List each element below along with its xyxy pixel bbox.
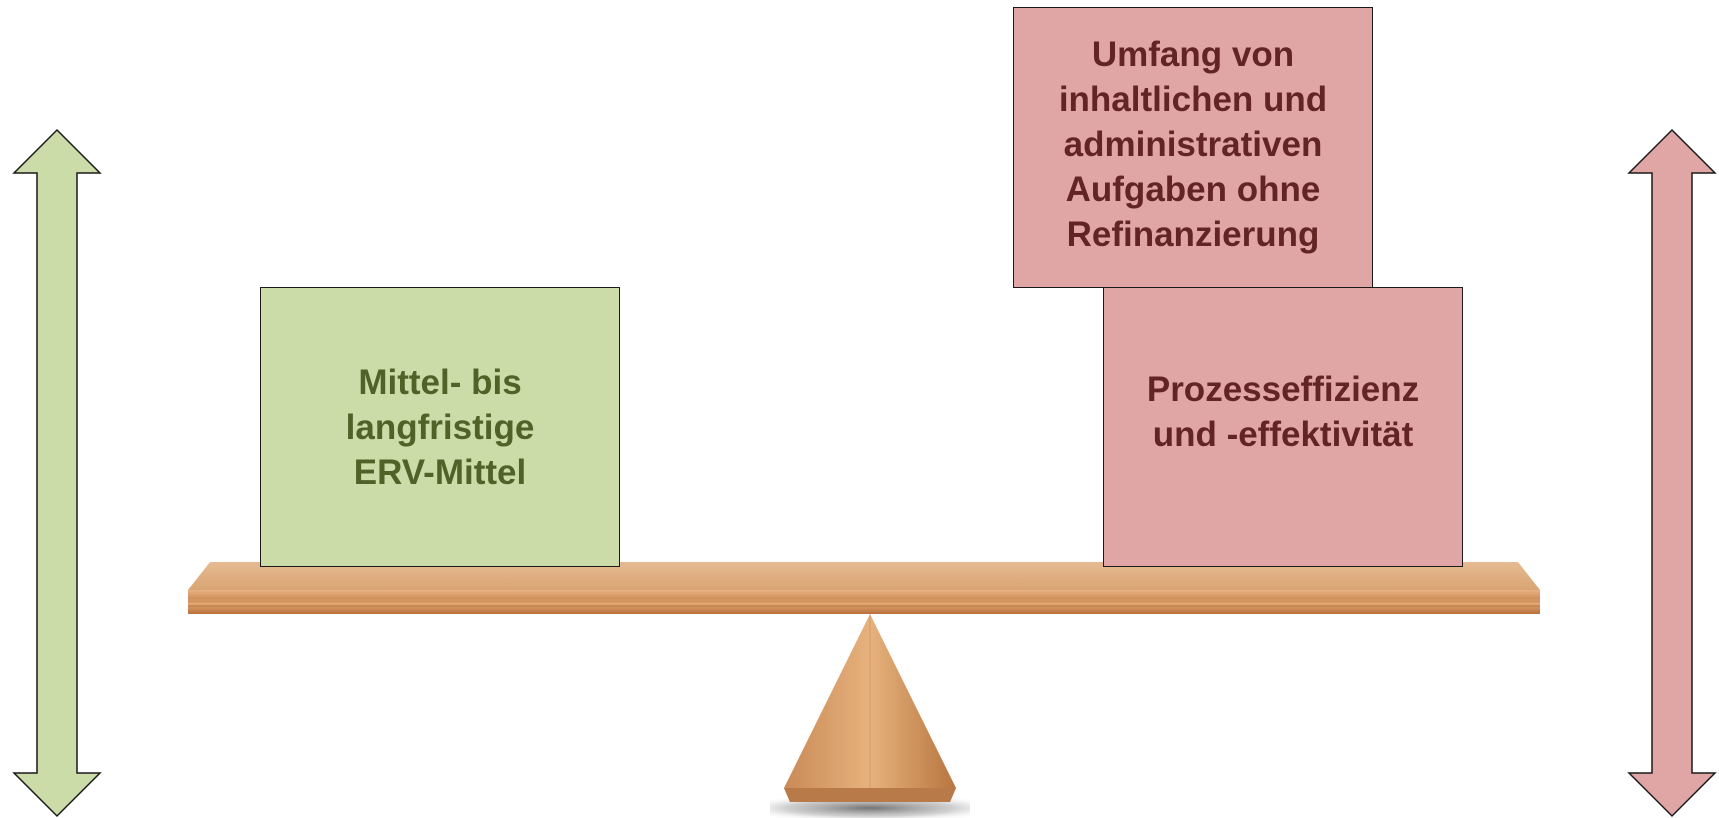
wooden-plank-icon	[188, 562, 1540, 614]
process-efficiency-label: Prozesseffizienz und -effektivität	[1146, 370, 1420, 454]
unfunded-tasks-box: Umfang von inhaltlichen und administrati…	[1013, 7, 1373, 288]
process-efficiency-box: Prozesseffizienz und -effektivität	[1103, 287, 1463, 567]
left-double-arrow-icon	[12, 128, 102, 818]
fulcrum-icon	[770, 614, 970, 818]
right-double-arrow-icon	[1627, 128, 1717, 818]
unfunded-tasks-label: Umfang von inhaltlichen und administrati…	[1058, 35, 1328, 254]
erv-funds-label: Mittel- bis langfristige ERV-Mittel	[345, 362, 535, 492]
erv-funds-box: Mittel- bis langfristige ERV-Mittel	[260, 287, 620, 567]
